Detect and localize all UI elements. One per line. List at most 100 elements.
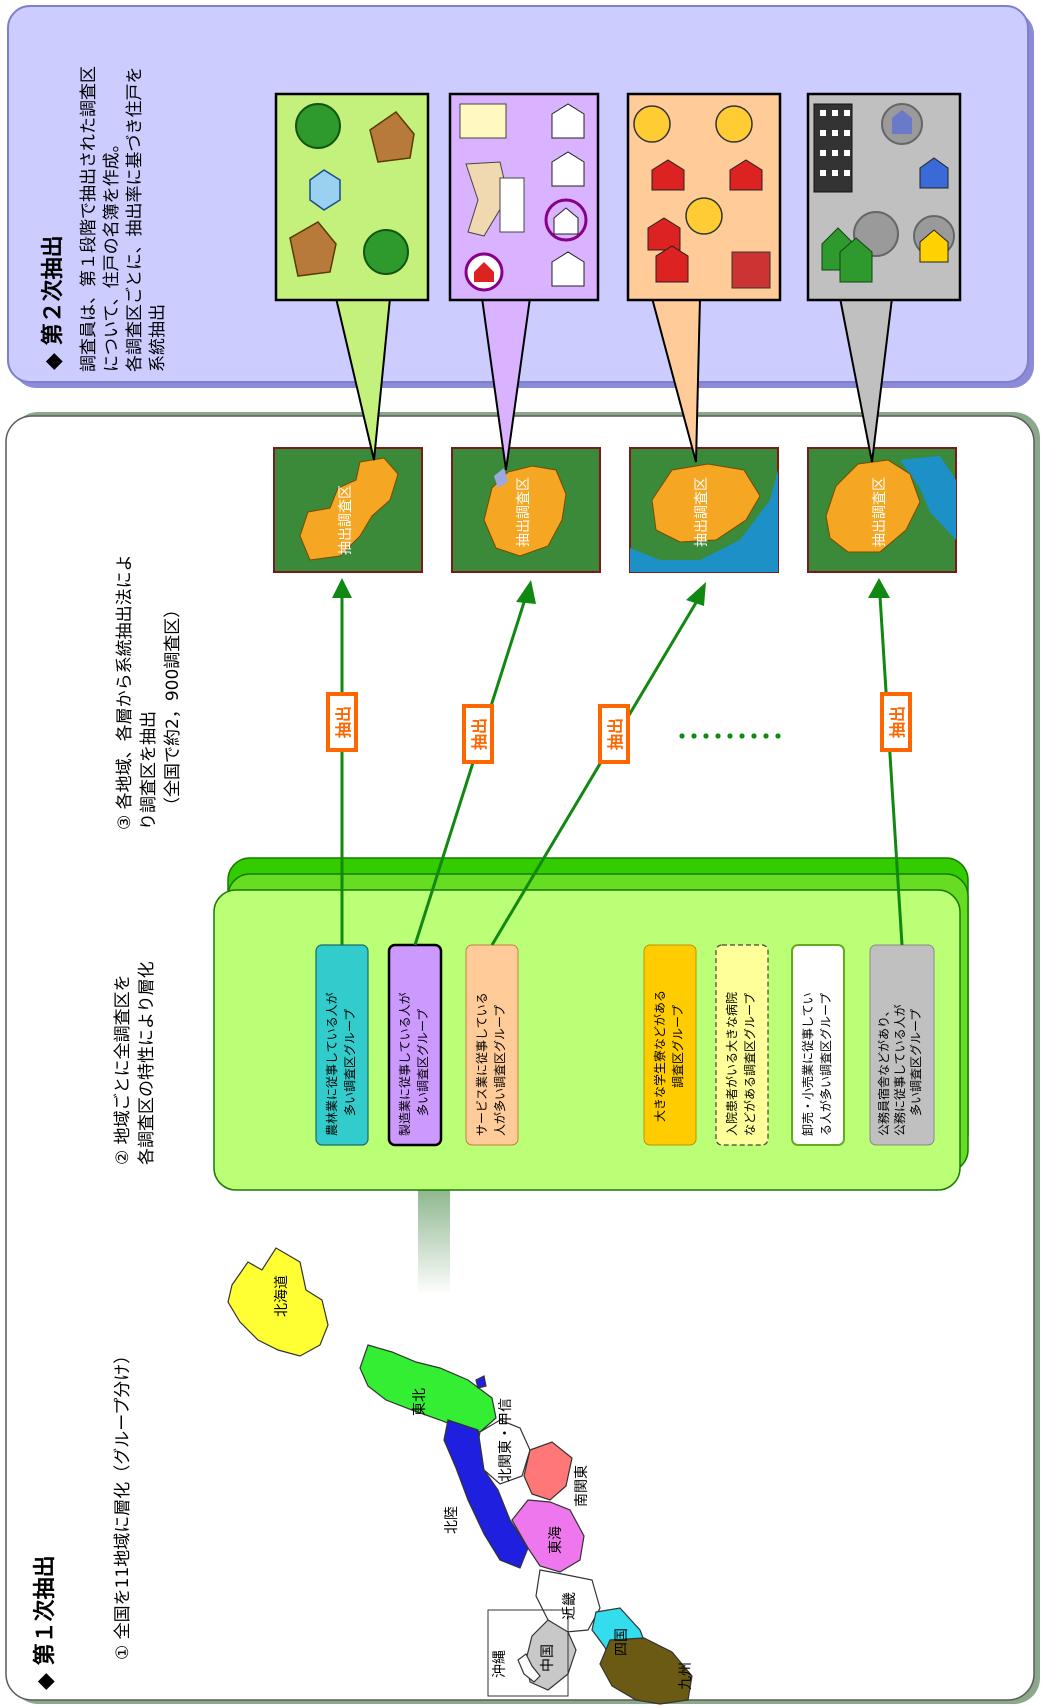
house-icon (647, 217, 681, 251)
group-service-label: サービス業に従事している (475, 992, 489, 1136)
house-icon (551, 103, 585, 139)
second-stage-desc-4: 系統抽出 (148, 304, 168, 372)
label-kyushu: 九州 (678, 1662, 694, 1690)
region-okinawa (517, 1653, 541, 1683)
first-stage-title-group: ◆ 第１次抽出 (32, 1555, 58, 1690)
group-agriculture: 農林業に従事している人が 多い調査区グループ (315, 944, 369, 1146)
second-stage-desc-1: 調査員は、第１段階で抽出された調査区 (79, 66, 99, 372)
group-civil-servant: 公務員宿舎などがあり、 公務に従事している人が 多い調査区グループ (869, 944, 935, 1146)
extract-badges: 抽出 抽出 抽出 抽出 (326, 692, 912, 764)
tree-icon (363, 229, 409, 275)
group-retail-label-2: る人が多い調査区グループ (818, 993, 833, 1136)
house-icon (655, 245, 689, 283)
arrow-civil (878, 595, 904, 946)
group-dormitory: 大きな学生寮などがある 調査区グループ (643, 944, 697, 1146)
house-icon (919, 157, 949, 189)
callout-pointers (334, 297, 894, 471)
house-icon (309, 169, 341, 211)
group-retail: 卸売・小売業に従事してい る人が多い調査区グループ (791, 944, 845, 1146)
label-hokkaido: 北海道 (274, 1275, 290, 1317)
group-hospital-label-2: などがある調査区グループ (742, 993, 757, 1136)
house-icon (729, 159, 763, 191)
tree-icon (295, 103, 341, 149)
japan-map (227, 1247, 693, 1705)
house-icon (715, 105, 753, 143)
second-stage-desc-3: 各調査区ごとに、抽出率に基づき住戸を (125, 67, 145, 373)
region-tokai (511, 1499, 585, 1573)
extract-badge-4-text: 抽出 (888, 706, 907, 738)
group-retail-label: 卸売・小売業に従事してい (800, 992, 815, 1136)
district-tile-1-label: 抽出調査区 (338, 485, 354, 555)
step2-group: ② 地域ごとに全調査区を 各調査区の特性により層化 (113, 961, 157, 1165)
house-icon (839, 237, 873, 283)
first-stage-title: ◆ 第１次抽出 (32, 1555, 58, 1690)
group-agriculture-label-2: 多い調査区グループ (343, 1009, 357, 1116)
district-tile-3: 抽出調査区 (629, 447, 779, 573)
house-icon (651, 159, 685, 191)
extract-badge-2-text: 抽出 (470, 718, 489, 750)
second-stage-title: ◆ 第２次抽出 (40, 235, 66, 370)
group-service: サービス業に従事している 人が多い調査区グループ (465, 944, 519, 1146)
region-kyushu (599, 1637, 693, 1705)
callout-manufacturing (448, 92, 600, 302)
callout-civil (806, 92, 962, 302)
ellipsis-dots (679, 733, 781, 739)
district-tile-2-label: 抽出調査区 (516, 477, 532, 547)
extract-badge-1: 抽出 (326, 692, 358, 752)
label-chugoku: 中国 (540, 1644, 556, 1672)
house-icon (553, 207, 579, 235)
group-civil-servant-label: 公務員宿舎などがあり、 (876, 1004, 891, 1136)
group-hospital-label: 入院患者がいる大きな病院 (724, 992, 739, 1136)
step2-line1: ② 地域ごとに全調査区を (113, 974, 133, 1165)
step1-group: ① 全国を11地域に層化（グループ分け） (113, 1347, 133, 1660)
apartment-icon (813, 103, 853, 193)
extract-badge-1-text: 抽出 (334, 706, 353, 738)
region-sado (475, 1375, 487, 1389)
group-manufacturing-label-2: 多い調査区グループ (416, 1009, 430, 1116)
region-hokuriku (443, 1419, 529, 1569)
group-service-label-2: 人が多い調査区グループ (492, 1005, 507, 1136)
region-kinki (535, 1569, 601, 1633)
step3-line1: ③ 各地域、各層から系統抽出法によ (115, 554, 135, 830)
extract-badge-3-text: 抽出 (606, 718, 625, 750)
group-dormitory-label-2: 調査区グループ (671, 1005, 685, 1088)
house-icon (474, 262, 494, 282)
house-icon (892, 110, 912, 134)
district-tile-4: 抽出調査区 (807, 447, 957, 573)
arrow-heads (332, 578, 890, 606)
label-okinawa: 沖縄 (492, 1650, 508, 1678)
farmhouse-icon (369, 110, 415, 163)
second-stage-desc-2: について、住戸の名簿を作成。 (102, 135, 122, 372)
group-dormitory-label: 大きな学生寮などがある (652, 990, 667, 1122)
extraction-arrows (340, 595, 904, 946)
second-stage-title-group: ◆ 第２次抽出 (40, 235, 66, 370)
region-labels: 北海道 東北 北関東・甲信 南関東 北陸 東海 近畿 中国 四国 九州 沖縄 (274, 1275, 694, 1690)
extract-badge-4: 抽出 (880, 692, 912, 752)
label-hokuriku: 北陸 (444, 1506, 460, 1534)
group-agriculture-label: 農林業に従事している人が (324, 992, 339, 1136)
region-hokkaido (227, 1247, 329, 1357)
step3-line3: （全国で約2，900調査区） (163, 601, 183, 814)
storefront-icon (731, 251, 771, 289)
extract-badge-2: 抽出 (462, 704, 494, 764)
group-manufacturing-label: 製造業に従事している人が (397, 992, 412, 1136)
district-tile-1: 抽出調査区 (273, 447, 423, 573)
region-chugoku (525, 1619, 577, 1691)
district-tiles: 抽出調査区 抽出調査区 抽出調査区 抽出調査区 (273, 447, 957, 573)
arrow-service (490, 595, 702, 946)
callout-boxes (274, 92, 962, 302)
group-boxes: 農林業に従事している人が 多い調査区グループ 製造業に従事している人が 多い調査… (315, 943, 935, 1147)
house-icon (633, 105, 671, 143)
second-stage-description: 調査員は、第１段階で抽出された調査区 について、住戸の名簿を作成。 各調査区ごと… (79, 66, 168, 372)
house-icon (551, 251, 585, 287)
label-tohoku: 東北 (412, 1388, 428, 1416)
label-kinki: 近畿 (562, 1592, 578, 1620)
group-civil-servant-label-3: 多い調査区グループ (909, 1009, 923, 1116)
arrow-manufacturing (413, 595, 528, 946)
region-minamikanto (523, 1441, 573, 1501)
callout-rural (274, 92, 430, 302)
factory-building-icon (459, 103, 507, 139)
label-shikoku: 四国 (614, 1628, 630, 1656)
extract-badge-3: 抽出 (598, 704, 630, 764)
